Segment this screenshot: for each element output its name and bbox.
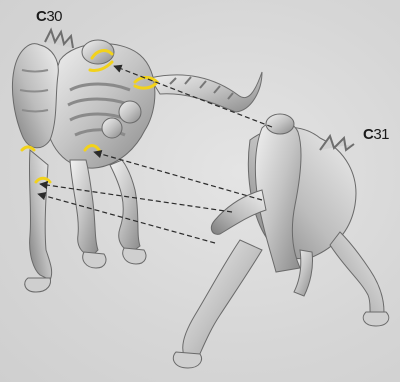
part-label-c31-number: 31 (373, 126, 389, 143)
c30-head (12, 44, 58, 148)
c30-front-leg-right (70, 160, 98, 256)
part-label-c30-prefix: C (36, 8, 46, 25)
part-c30-model (12, 30, 262, 292)
glue-mark-5 (22, 147, 34, 150)
c31-head (266, 114, 294, 134)
c30-tail (150, 72, 262, 112)
c31-arm (211, 190, 266, 234)
part-label-c30: C30 (36, 9, 62, 24)
part-label-c30-number: 30 (46, 8, 62, 25)
c31-leg-left (183, 240, 262, 358)
c31-leg-right (330, 232, 384, 318)
c30-hind-leg (110, 160, 140, 252)
c30-front-leg-left (29, 150, 51, 280)
part-label-c31-prefix: C (363, 126, 373, 143)
part-label-c31: C31 (363, 127, 389, 142)
